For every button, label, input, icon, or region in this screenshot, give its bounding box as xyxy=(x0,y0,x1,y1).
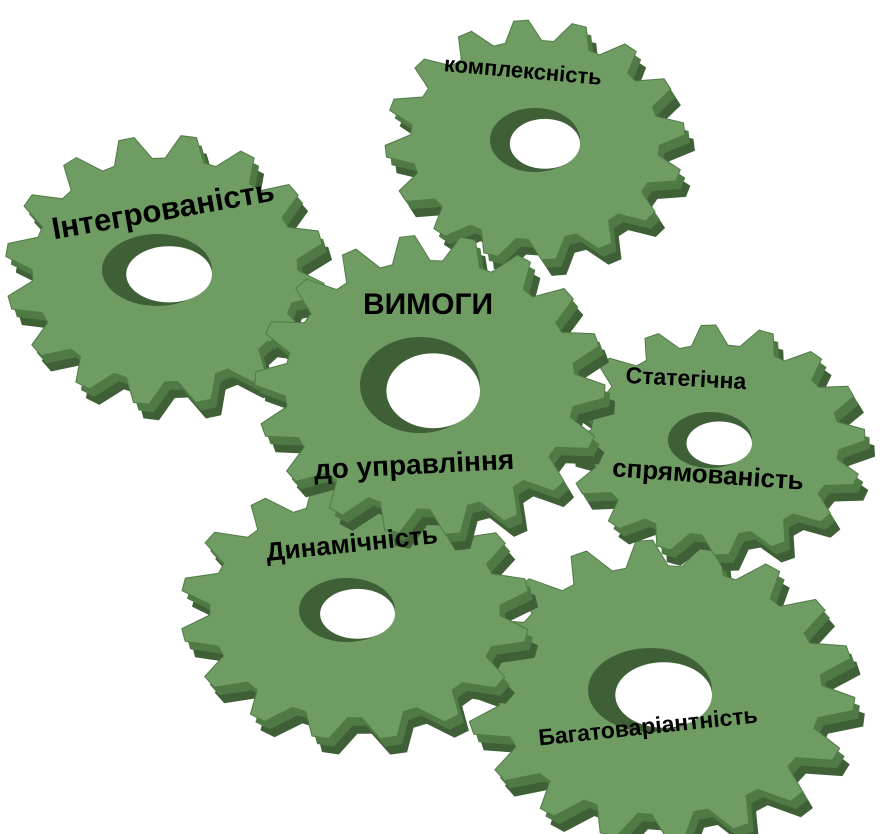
gear-strategic-hole xyxy=(686,421,752,466)
gear-dynamism-hole xyxy=(320,588,395,639)
gear-multivariance xyxy=(464,539,865,834)
gear-integration xyxy=(5,135,335,421)
gear-center-hole xyxy=(386,353,481,429)
gear-layer xyxy=(5,19,875,834)
gear-label-strategic-line1: Статегічна xyxy=(625,362,747,394)
gear-integration-hole xyxy=(126,246,212,303)
gear-multivariance-hole xyxy=(615,662,712,728)
gear-strategic xyxy=(564,324,875,571)
gear-complexity-hole xyxy=(509,118,580,169)
gear-complexity xyxy=(384,19,695,276)
gear-center xyxy=(254,235,615,551)
center-gear-title: ВИМОГИ xyxy=(363,288,493,321)
gear-dynamism xyxy=(181,480,539,755)
